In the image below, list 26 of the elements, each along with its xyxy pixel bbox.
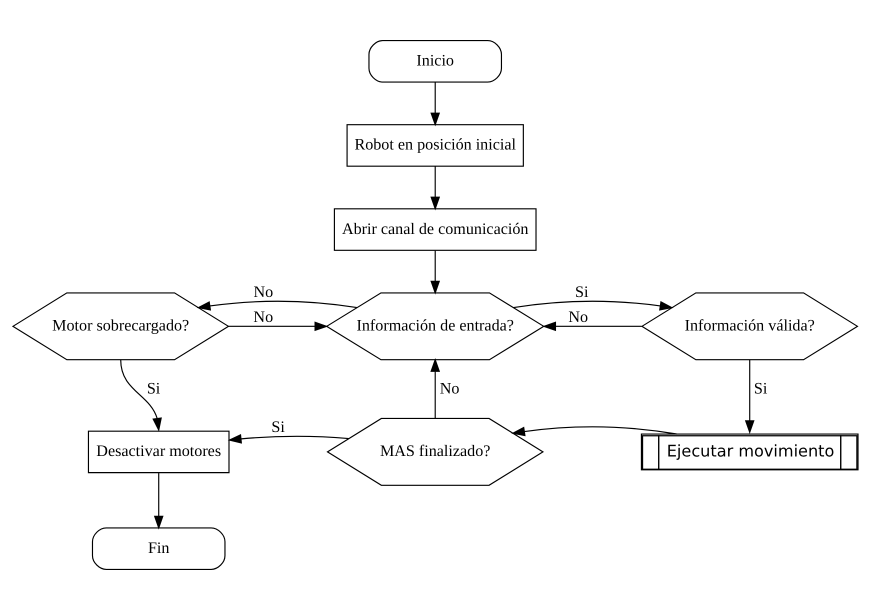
edge-label: Si (574, 284, 588, 301)
edge-label: No (253, 284, 274, 301)
edge-label: No (440, 380, 460, 398)
arrow (513, 300, 674, 311)
edge-label: Si (146, 380, 160, 398)
arrow (228, 434, 349, 444)
arrow (430, 250, 440, 295)
node-box: Fin (92, 527, 226, 570)
arrow (154, 473, 164, 530)
node-box: Desactivar motores (88, 430, 230, 474)
arrow (228, 321, 328, 332)
edge-label: No (568, 308, 588, 326)
node-box: Robot en posición inicial (346, 124, 524, 167)
edge-label: Si (271, 419, 285, 436)
node-box: Inicio (368, 40, 502, 83)
arrow (542, 321, 642, 332)
arrow (430, 166, 440, 211)
edge-label: No (253, 308, 274, 326)
node-box: Abrir canal de comunicación (334, 208, 537, 251)
arrow (744, 360, 755, 434)
arrow (511, 426, 677, 436)
arrow (430, 82, 440, 126)
arrow (430, 358, 440, 418)
arrow (196, 300, 358, 311)
arrow (120, 360, 162, 432)
edge-label: Si (754, 380, 768, 398)
